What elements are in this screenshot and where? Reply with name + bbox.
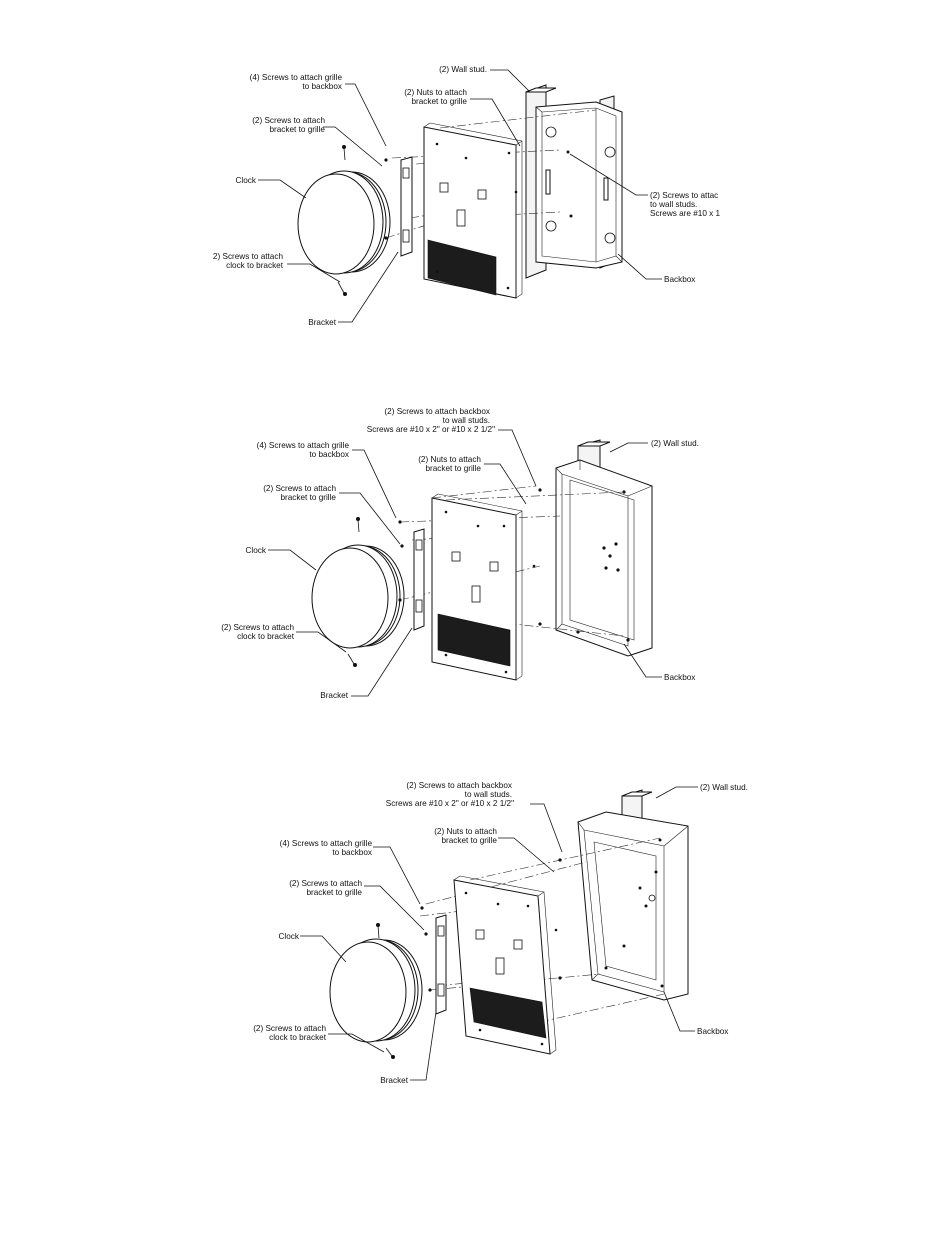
label-nuts-bracket-grille-line2: bracket to grille bbox=[411, 97, 467, 106]
label-screws-bracket-grille-line2: bracket to grille bbox=[280, 493, 336, 502]
label-screws-grille-backbox-line1: (4) Screws to attach grille bbox=[250, 73, 343, 82]
bracket bbox=[400, 156, 413, 257]
screws bbox=[376, 858, 562, 1059]
backbox bbox=[577, 811, 689, 1001]
label-backbox: Backbox bbox=[664, 275, 695, 284]
clock bbox=[297, 170, 391, 275]
labels: (2) Wall stud. (4) Screws to attach gril… bbox=[213, 65, 721, 327]
label-screws-backbox-studs-line3: Screws are #10 x 2" or #10 x 2 1/2" bbox=[386, 799, 514, 808]
label-screws-bracket-grille-line1: (2) Screws to attach bbox=[289, 879, 362, 888]
label-bracket: Bracket bbox=[320, 691, 348, 700]
screws bbox=[347, 488, 542, 667]
label-nuts-bracket-grille-line1: (2) Nuts to attach bbox=[418, 455, 481, 464]
label-wall-stud: (2) Wall stud. bbox=[700, 783, 748, 792]
label-screws-clock-bracket-line1: (2) Screws to attach bbox=[221, 623, 294, 632]
label-screws-grille-backbox-line2: to backbox bbox=[332, 848, 372, 857]
label-screws-wall-studs-line2: to wall studs. bbox=[650, 200, 697, 209]
grille bbox=[423, 122, 523, 299]
diagram-3: (2) Screws to attach backbox to wall stu… bbox=[253, 781, 748, 1085]
label-screws-clock-bracket-line2: clock to bracket bbox=[237, 632, 295, 641]
labels: (2) Screws to attach backbox to wall stu… bbox=[253, 781, 748, 1085]
label-screws-grille-backbox-line2: to backbox bbox=[309, 450, 349, 459]
backbox bbox=[535, 101, 623, 269]
label-bracket: Bracket bbox=[308, 318, 336, 327]
label-screws-grille-backbox-line2: to backbox bbox=[302, 82, 342, 91]
label-screws-wall-studs-line3: Screws are #10 x 1 bbox=[650, 209, 721, 218]
diagram-2: (2) Screws to attach backbox to wall stu… bbox=[221, 407, 699, 700]
label-screws-grille-backbox-line1: (4) Screws to attach grille bbox=[257, 441, 350, 450]
label-screws-clock-bracket-line1: (2) Screws to attach bbox=[253, 1024, 326, 1033]
label-screws-backbox-studs-line2: to wall studs. bbox=[443, 416, 490, 425]
label-nuts-bracket-grille-line2: bracket to grille bbox=[425, 464, 481, 473]
label-backbox: Backbox bbox=[664, 673, 695, 682]
grille bbox=[453, 875, 558, 1055]
label-screws-bracket-grille-line1: (2) Screws to attach bbox=[252, 116, 325, 125]
label-nuts-bracket-grille-line2: bracket to grille bbox=[441, 836, 497, 845]
label-nuts-bracket-grille-line1: (2) Nuts to attach bbox=[404, 88, 467, 97]
label-wall-stud: (2) Wall stud. bbox=[651, 439, 699, 448]
leader-lines bbox=[258, 69, 662, 323]
bracket bbox=[435, 914, 447, 1015]
label-screws-grille-backbox-line1: (4) Screws to attach grille bbox=[280, 839, 373, 848]
label-backbox: Backbox bbox=[697, 1027, 728, 1036]
label-clock: Clock bbox=[246, 546, 267, 555]
label-screws-clock-bracket-line2: clock to bracket bbox=[226, 261, 284, 270]
label-bracket: Bracket bbox=[380, 1076, 408, 1085]
grille bbox=[431, 493, 536, 681]
leader-lines bbox=[300, 786, 698, 1081]
label-screws-bracket-grille-line2: bracket to grille bbox=[306, 888, 362, 897]
bracket bbox=[413, 528, 425, 631]
clock bbox=[329, 938, 423, 1043]
label-screws-clock-bracket-line1: 2) Screws to attach bbox=[213, 252, 284, 261]
labels: (2) Screws to attach backbox to wall stu… bbox=[221, 407, 699, 700]
label-nuts-bracket-grille-line1: (2) Nuts to attach bbox=[434, 827, 497, 836]
label-clock: Clock bbox=[279, 932, 300, 941]
diagram-1: (2) Wall stud. (4) Screws to attach gril… bbox=[213, 65, 721, 327]
label-clock: Clock bbox=[236, 176, 257, 185]
label-screws-backbox-studs-line1: (2) Screws to attach backbox bbox=[406, 781, 512, 790]
label-screws-clock-bracket-line2: clock to bracket bbox=[269, 1033, 327, 1042]
label-screws-bracket-grille-line1: (2) Screws to attach bbox=[263, 484, 336, 493]
screws bbox=[337, 145, 388, 296]
backbox bbox=[555, 459, 653, 657]
leader-lines bbox=[268, 429, 662, 697]
label-wall-stud: (2) Wall stud. bbox=[439, 65, 487, 74]
label-screws-bracket-grille-line2: bracket to grille bbox=[269, 125, 325, 134]
label-screws-backbox-studs-line1: (2) Screws to attach backbox bbox=[384, 407, 490, 416]
clock bbox=[311, 544, 405, 649]
label-screws-backbox-studs-line2: to wall studs. bbox=[465, 790, 512, 799]
label-screws-wall-studs-line1: (2) Screws to attac bbox=[650, 191, 718, 200]
label-screws-backbox-studs-line3: Screws are #10 x 2" or #10 x 2 1/2" bbox=[367, 425, 495, 434]
